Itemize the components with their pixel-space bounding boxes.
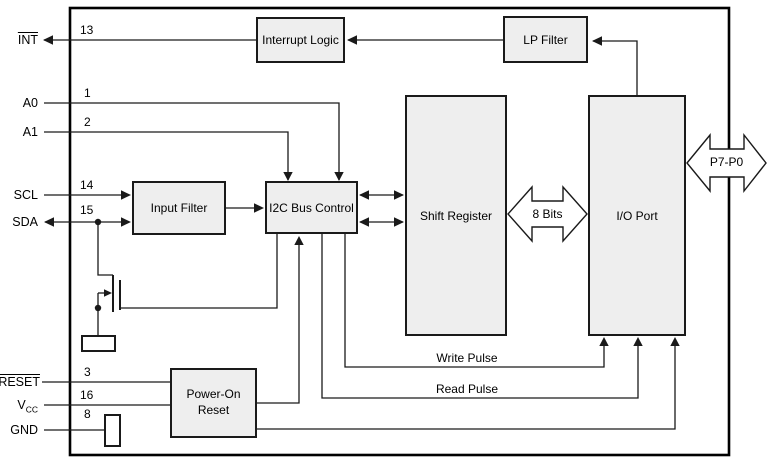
wire-inputfilter-to-i2c [226, 203, 264, 213]
block-shift-register-label: Shift Register [419, 208, 493, 223]
bus-8bits-label: 8 Bits [532, 207, 563, 221]
write-pulse-label: Write Pulse [436, 351, 498, 365]
bus-arrow-p7-p0 [686, 132, 767, 194]
block-i2c-bus-control-label: I2C Bus Control [269, 200, 354, 215]
wire-por-to-ioport [257, 337, 680, 430]
wire-int [43, 35, 256, 45]
pin-label-sda: SDA [12, 215, 38, 229]
pin-number-vcc: 16 [80, 388, 94, 402]
pin-label-a0: A0 [22, 96, 38, 110]
sda-output-mosfet [81, 222, 278, 352]
wire-i2c-shiftregister-lower [359, 217, 404, 227]
mosfet-source-pad [81, 335, 116, 352]
block-input-filter: Input Filter [132, 181, 226, 235]
bus-p7-p0-label: P7-P0 [709, 155, 744, 169]
pin-number-sda: 15 [80, 203, 94, 217]
pin-label-a1: A1 [22, 125, 38, 139]
block-lp-filter: LP Filter [503, 16, 588, 63]
chip-outline [68, 6, 731, 457]
wire-gate-to-i2c [120, 234, 278, 309]
block-interrupt-logic: Interrupt Logic [256, 17, 345, 63]
wire-write-pulse [344, 234, 609, 368]
pin-number-int: 13 [80, 23, 94, 37]
block-io-port: I/O Port [588, 95, 686, 336]
block-shift-register: Shift Register [405, 95, 507, 336]
bus-arrow-8bits [507, 185, 588, 243]
wire-ioport-to-lpfilter [592, 36, 638, 95]
pin-label-vcc: VCC [17, 398, 38, 415]
read-pulse-label: Read Pulse [435, 382, 499, 396]
wire-read-pulse [321, 234, 643, 399]
pin-number-a0: 1 [84, 86, 91, 100]
wire-scl [44, 190, 131, 200]
gnd-pad [104, 414, 121, 447]
pin-label-reset: RESET [0, 375, 40, 389]
block-power-on-reset-label: Power-On Reset [186, 387, 241, 417]
wire-por-to-i2c [257, 236, 304, 404]
block-interrupt-logic-label: Interrupt Logic [262, 33, 339, 47]
block-lp-filter-label: LP Filter [523, 32, 568, 47]
wire-a1 [44, 131, 293, 181]
pin-number-gnd: 8 [84, 407, 91, 421]
pin-label-gnd: GND [10, 423, 38, 437]
pin-label-scl: SCL [13, 188, 38, 202]
wire-lpfilter-to-interrupt-logic [347, 35, 503, 45]
block-input-filter-label: Input Filter [150, 201, 208, 215]
block-i2c-bus-control: I2C Bus Control [265, 181, 358, 234]
pin-number-scl: 14 [80, 178, 94, 192]
pin-number-reset: 3 [84, 365, 91, 379]
pin-label-int: INT [17, 33, 38, 47]
wire-gnd [44, 414, 121, 447]
block-io-port-label: I/O Port [616, 208, 658, 223]
pin-number-a1: 2 [84, 115, 91, 129]
wire-i2c-shiftregister-upper [359, 190, 404, 200]
block-power-on-reset: Power-On Reset [170, 368, 257, 438]
wire-a0 [44, 102, 344, 181]
wire-sda [44, 217, 131, 227]
